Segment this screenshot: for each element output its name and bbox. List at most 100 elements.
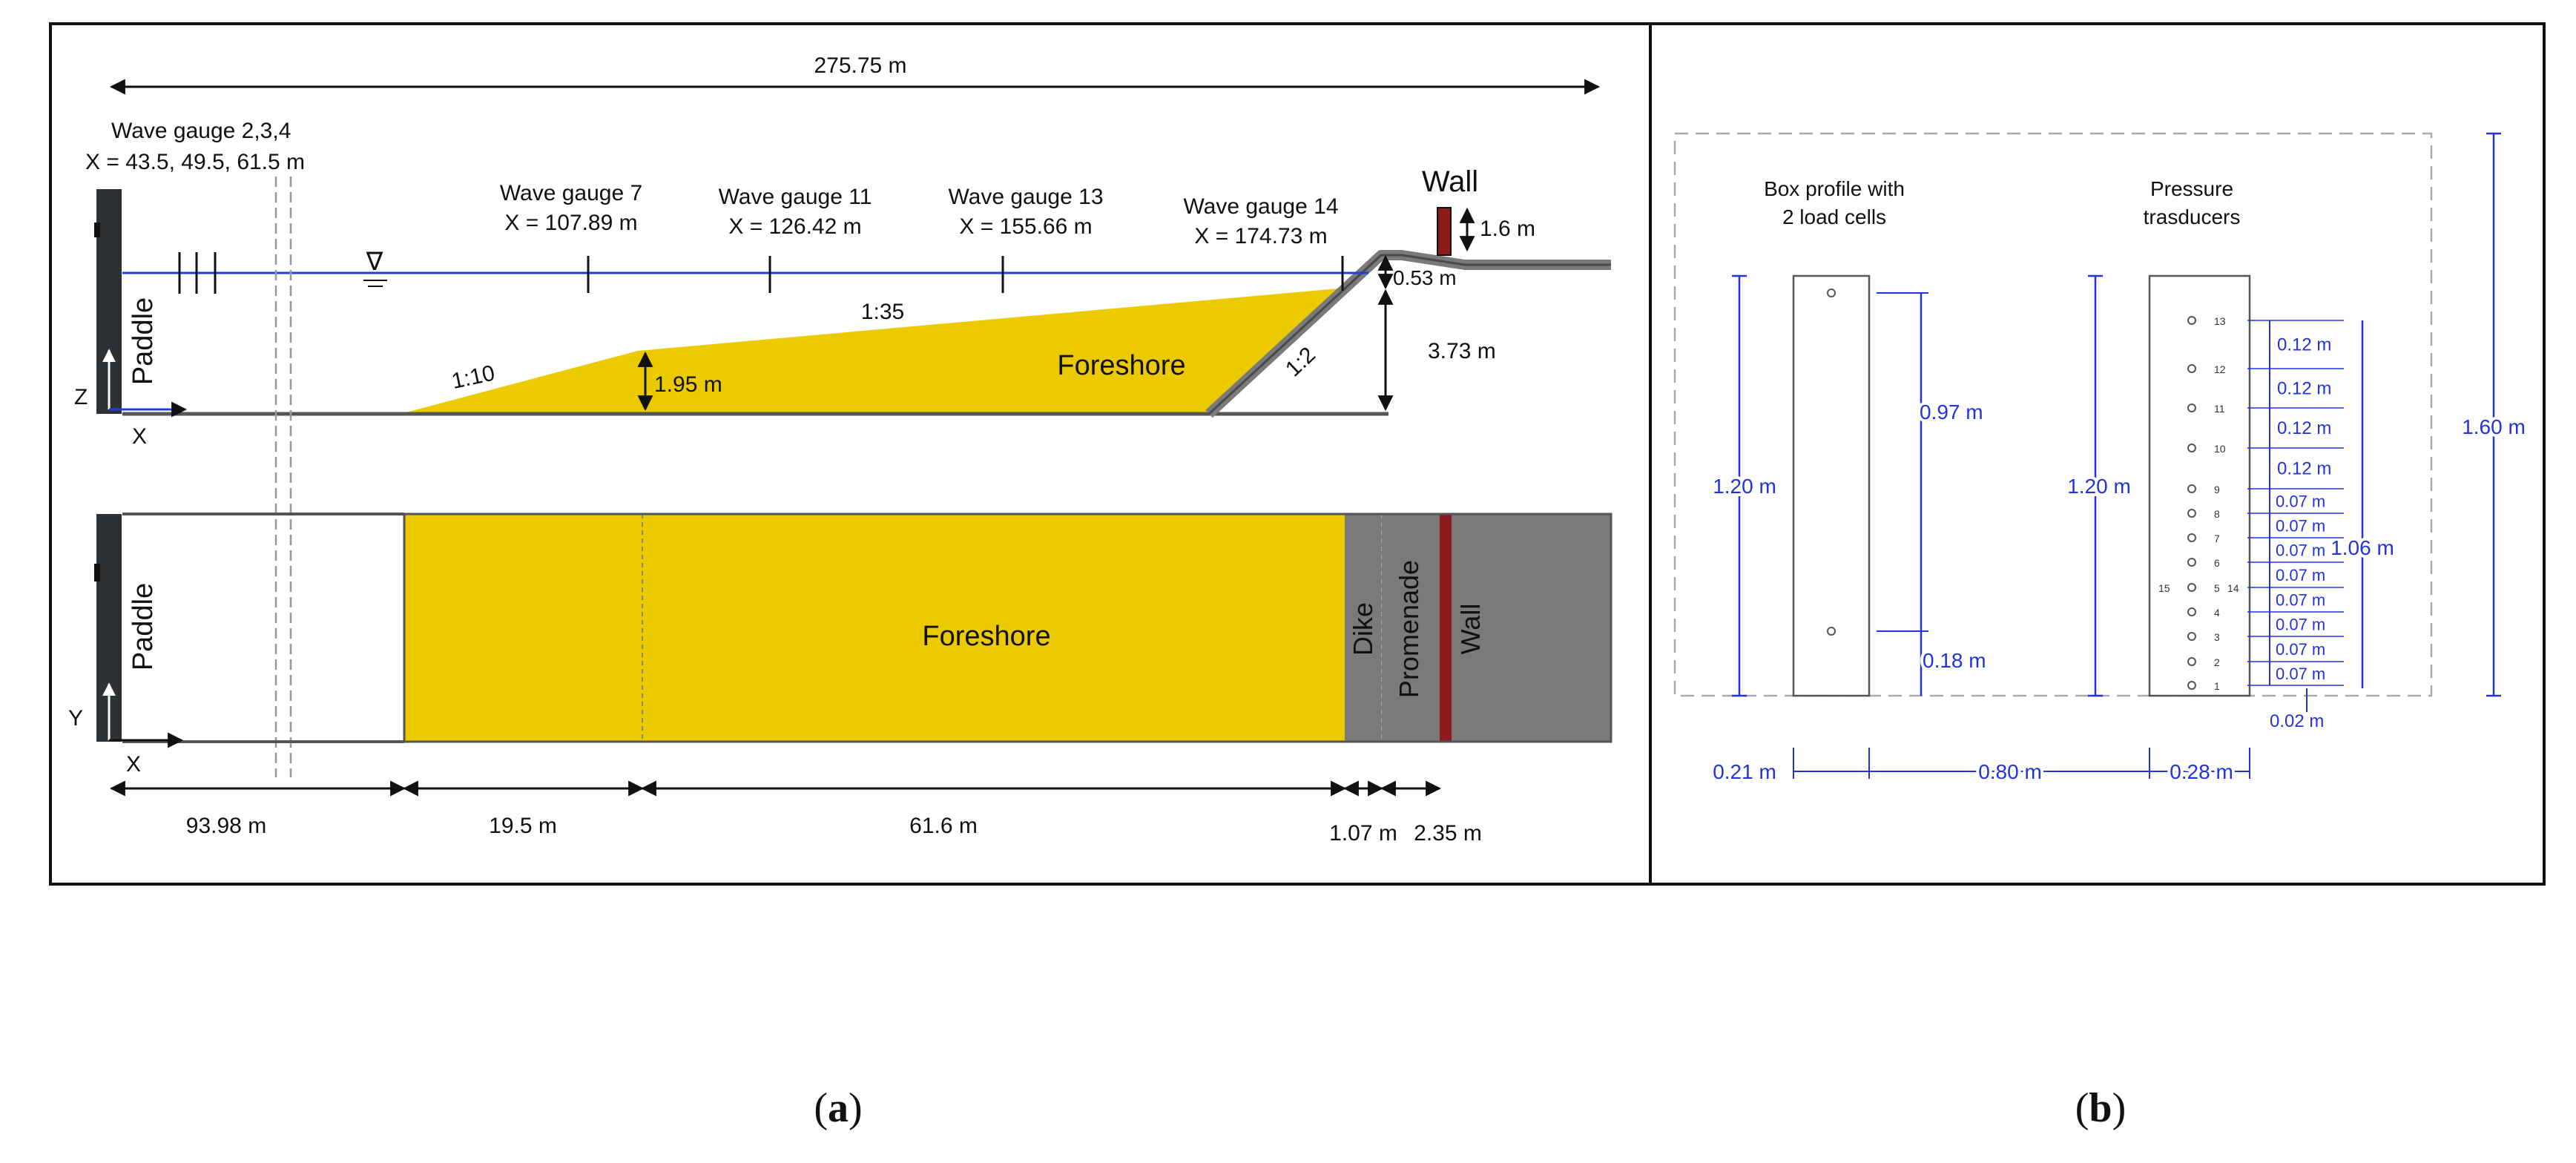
caption-b: (b) bbox=[2075, 1085, 2126, 1131]
box-title-line2: 2 load cells bbox=[1782, 205, 1886, 228]
transducer-id: 8 bbox=[2214, 508, 2220, 520]
step-height-label: 1.95 m bbox=[654, 372, 722, 397]
box-title-line1: Box profile with bbox=[1764, 177, 1905, 200]
wall-side bbox=[1437, 207, 1452, 256]
transducer-id: 3 bbox=[2214, 631, 2220, 643]
transducer-id: 12 bbox=[2214, 363, 2226, 375]
foreshore-side bbox=[401, 288, 1346, 414]
plan-outline bbox=[403, 513, 1613, 743]
foreshore-plan bbox=[404, 514, 1345, 742]
gauge-11-name: Wave gauge 11 bbox=[719, 185, 872, 209]
gauge-group-line2: X = 43.5, 49.5, 61.5 m bbox=[85, 150, 305, 174]
box-height-label: 1.20 m bbox=[1713, 475, 1776, 498]
wall-plan bbox=[1440, 514, 1452, 742]
transducer-id: 9 bbox=[2214, 484, 2220, 495]
wall-label-side: Wall bbox=[1422, 165, 1478, 198]
load-cell-bottom bbox=[1827, 627, 1836, 636]
landward-plan bbox=[1452, 514, 1611, 742]
dike-plan-label: Dike bbox=[1348, 602, 1378, 656]
gauge-11-x: X = 126.42 m bbox=[728, 214, 861, 239]
gauge-14-x: X = 174.73 m bbox=[1194, 224, 1327, 248]
transducer-span-label: 1.06 m bbox=[2330, 536, 2394, 559]
transducer-dot bbox=[2187, 509, 2196, 518]
lower-spacing-label: 0.07 m bbox=[2276, 541, 2325, 560]
transducer-id: 2 bbox=[2214, 656, 2220, 668]
transducer-id: 10 bbox=[2214, 443, 2226, 455]
upper-spacing-label: 0.12 m bbox=[2277, 418, 2331, 438]
segment-4-label: 1.07 m bbox=[1329, 821, 1397, 846]
water-level-symbol: ∇ bbox=[366, 248, 383, 276]
transducer-dot bbox=[2187, 484, 2196, 493]
paddle-plan-bracket bbox=[94, 564, 100, 582]
bottom-dim-3-label: 0.28 m bbox=[2170, 760, 2233, 783]
slope-135-label: 1:35 bbox=[861, 300, 904, 324]
transducer-id: 7 bbox=[2214, 533, 2220, 544]
load-cell-spacing-label: 0.97 m bbox=[1920, 401, 1983, 424]
transducer-dot bbox=[2187, 607, 2196, 616]
transducer-id: 1 bbox=[2214, 680, 2220, 692]
transducer-id: 11 bbox=[2214, 403, 2225, 415]
transducer-dot bbox=[2187, 403, 2196, 412]
lower-spacing-label: 0.07 m bbox=[2276, 517, 2325, 536]
paddle-side-bracket bbox=[94, 223, 100, 237]
segment-5-label: 2.35 m bbox=[1414, 821, 1482, 846]
gauge-14-name: Wave gauge 14 bbox=[1183, 194, 1338, 219]
lower-spacing-label: 0.07 m bbox=[2276, 566, 2325, 584]
transducer-dot bbox=[2187, 657, 2196, 666]
bottom-dim-2-label: 0.80 m bbox=[1978, 760, 2042, 783]
transducer-id: 13 bbox=[2214, 315, 2226, 327]
lower-spacing-label: 0.07 m bbox=[2276, 591, 2325, 610]
paddle-plan-label: Paddle bbox=[128, 583, 159, 671]
dike-profile-edge bbox=[1208, 254, 1611, 415]
transducer-group: 13 12 11 10 9 8 7 6 5 4 3 2 1 15 14 0.12 m 0.12 m 0.12 m 0… bbox=[2158, 315, 2344, 692]
lower-spacing-label: 0.07 m bbox=[2276, 616, 2325, 634]
total-length-label: 275.75 m bbox=[814, 53, 906, 78]
transducer-extra-id: 15 bbox=[2158, 582, 2170, 594]
total-height-label: 1.60 m bbox=[2462, 415, 2526, 438]
gauge-7-name: Wave gauge 7 bbox=[500, 181, 642, 205]
bottom-offset-label: 0.18 m bbox=[1923, 649, 1986, 672]
transducer-dot bbox=[2187, 681, 2196, 690]
promenade-plan bbox=[1382, 514, 1440, 742]
segment-2-label: 19.5 m bbox=[489, 814, 557, 838]
panel-b-frame bbox=[1649, 22, 2546, 886]
segment-3-label: 61.6 m bbox=[909, 814, 978, 838]
gauge-13-x: X = 155.66 m bbox=[959, 214, 1092, 239]
foreshore-plan-label: Foreshore bbox=[922, 621, 1050, 652]
transducer-id: 5 bbox=[2214, 582, 2220, 594]
axis-z-label: Z bbox=[74, 385, 88, 409]
upper-spacing-label: 0.12 m bbox=[2277, 459, 2331, 479]
transducer-dot bbox=[2187, 632, 2196, 641]
wall-height-label: 1.6 m bbox=[1480, 217, 1535, 241]
pressure-title-line2: trasducers bbox=[2144, 205, 2241, 228]
lower-spacing-label: 0.07 m bbox=[2276, 492, 2325, 511]
axis-y-label: Y bbox=[68, 706, 83, 731]
gauge-group-line1: Wave gauge 2,3,4 bbox=[111, 119, 291, 143]
load-cell-top bbox=[1827, 289, 1836, 297]
transducer-dot bbox=[2187, 533, 2196, 542]
transducer-dot bbox=[2187, 583, 2196, 592]
transducer-extra-id: 14 bbox=[2227, 582, 2239, 594]
paddle-side-label: Paddle bbox=[128, 297, 159, 385]
transducer-dot bbox=[2187, 444, 2196, 452]
gauge-13-name: Wave gauge 13 bbox=[948, 185, 1103, 209]
pressure-height-label: 1.20 m bbox=[2067, 475, 2131, 498]
transducer-id: 6 bbox=[2214, 557, 2220, 569]
wall-plan-label: Wall bbox=[1455, 604, 1486, 655]
depth-label: 3.73 m bbox=[1428, 339, 1496, 363]
transducer-dot bbox=[2187, 364, 2196, 373]
pressure-title-line1: Pressure bbox=[2150, 177, 2233, 200]
upper-spacing-label: 0.12 m bbox=[2277, 335, 2331, 355]
promenade-plan-label: Promenade bbox=[1394, 560, 1424, 698]
gauge-7-x: X = 107.89 m bbox=[504, 211, 637, 235]
axis-x-label-side: X bbox=[132, 424, 147, 449]
bottom-dim-1-label: 0.21 m bbox=[1713, 760, 1776, 783]
lower-spacing-label: 0.07 m bbox=[2276, 665, 2325, 683]
lower-spacing-label: 0.07 m bbox=[2276, 640, 2325, 659]
upper-spacing-label: 0.12 m bbox=[2277, 379, 2331, 399]
slope-110-label: 1:10 bbox=[449, 360, 497, 393]
caption-a: (a) bbox=[814, 1085, 862, 1131]
freeboard-label: 0.53 m bbox=[1393, 266, 1457, 289]
transducer-id: 4 bbox=[2214, 607, 2220, 619]
